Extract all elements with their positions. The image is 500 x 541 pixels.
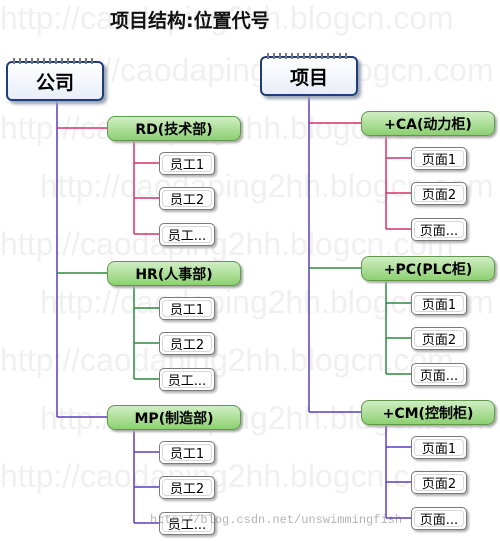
page-node: 页面2: [411, 182, 467, 205]
company-node: 公司: [6, 58, 104, 101]
company-label: 公司: [35, 71, 74, 94]
department-node: RD(技术部): [107, 116, 241, 141]
page-node: 页面...: [411, 218, 467, 241]
project-label: 项目: [289, 66, 328, 89]
employee-node: 员工1: [159, 441, 215, 464]
employee-node: 员工1: [159, 152, 215, 175]
employee-node: 员工...: [159, 223, 215, 246]
page-node: 页面...: [411, 507, 467, 530]
page-node: 页面...: [411, 363, 467, 386]
page-node: 页面1: [411, 147, 467, 170]
page-node: 页面1: [411, 436, 467, 459]
project-node: 项目: [260, 53, 358, 96]
cabinet-node: +PC(PLC柜): [361, 256, 495, 281]
page-node: 页面2: [411, 327, 467, 350]
department-node: MP(制造部): [107, 405, 241, 430]
footer-url: http://blog.csdn.net/unswimmingfish: [150, 513, 403, 527]
employee-node: 员工2: [159, 476, 215, 499]
employee-node: 员工...: [159, 368, 215, 391]
page-node: 页面1: [411, 292, 467, 315]
employee-node: 员工...: [159, 512, 215, 535]
employee-node: 员工2: [159, 187, 215, 210]
employee-node: 员工1: [159, 297, 215, 320]
page-node: 页面2: [411, 471, 467, 494]
page-title: 项目结构:位置代号: [110, 10, 270, 32]
cabinet-node: +CA(动力柜): [361, 111, 495, 136]
cabinet-node: +CM(控制柜): [361, 400, 495, 425]
employee-node: 员工2: [159, 332, 215, 355]
department-node: HR(人事部): [107, 261, 241, 286]
